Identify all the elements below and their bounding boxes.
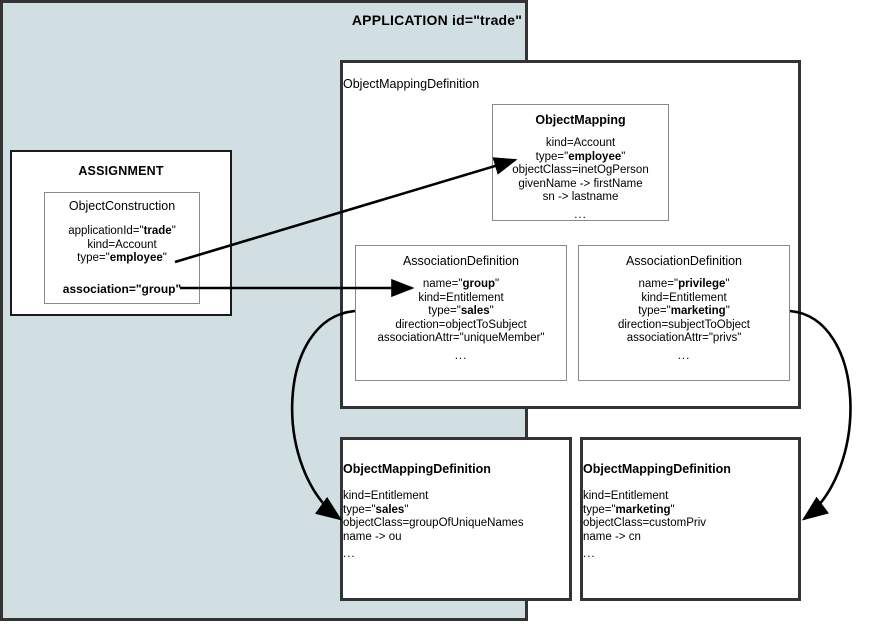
object-mapping-line-4: sn -> lastname	[542, 191, 619, 203]
object-construction-line-2: type="employee"	[77, 252, 167, 264]
omd-bottom-right-line-0: kind=Entitlement	[583, 490, 669, 502]
omd-bottom-right-line-3: name -> cn	[583, 530, 641, 543]
object-mapping-definition-top-title: ObjectMappingDefinition	[343, 77, 480, 91]
association-definition-left-line-4: associationAttr="uniqueMember"	[377, 332, 545, 344]
object-mapping-definition-bottom-right-title: ObjectMappingDefinition	[583, 462, 731, 476]
association-definition-left-line-0: name="group"	[422, 278, 500, 290]
object-construction-lines: applicationId="trade" kind=Account type=…	[45, 213, 199, 266]
omd-bottom-left-line-2: objectClass=groupOfUniqueNames	[343, 517, 524, 529]
association-definition-right-line-2: type="marketing"	[638, 305, 730, 317]
object-mapping-definition-bottom-left-lines: kind=Entitlement type="sales" objectClas…	[343, 476, 569, 544]
association-definition-right-ellipsis: ...	[677, 349, 691, 362]
object-mapping-definition-bottom-right: ObjectMappingDefinition kind=Entitlement…	[580, 437, 801, 601]
object-mapping-line-2: objectClass=inetOgPerson	[512, 164, 649, 176]
object-construction-title: ObjectConstruction	[68, 199, 176, 213]
association-definition-right: AssociationDefinition name="privilege" k…	[578, 245, 790, 381]
object-mapping-title: ObjectMapping	[535, 113, 626, 127]
omd-bottom-left-line-1: type="sales"	[343, 503, 409, 516]
object-mapping-line-0: kind=Account	[545, 137, 616, 149]
object-mapping-definition-bottom-left-title: ObjectMappingDefinition	[343, 462, 491, 476]
association-definition-right-line-0: name="privilege"	[638, 278, 730, 290]
object-mapping-lines: kind=Account type="employee" objectClass…	[493, 127, 668, 205]
object-mapping-line-3: givenName -> firstName	[518, 177, 643, 190]
association-definition-left-line-1: kind=Entitlement	[418, 291, 504, 304]
application-title: APPLICATION id="trade"	[351, 12, 523, 28]
object-mapping-box: ObjectMapping kind=Account type="employe…	[492, 104, 669, 221]
assignment-association-row: association="group"	[62, 281, 182, 296]
association-definition-right-line-3: direction=subjectToObject	[617, 318, 750, 331]
object-mapping-line-1: type="employee"	[535, 150, 626, 163]
assignment-title: ASSIGNMENT	[78, 164, 164, 178]
object-mapping-definition-bottom-right-lines: kind=Entitlement type="marketing" object…	[583, 476, 798, 544]
omd-bottom-right-line-2: objectClass=customPriv	[583, 517, 707, 529]
association-definition-right-title: AssociationDefinition	[625, 254, 743, 268]
association-definition-right-line-1: kind=Entitlement	[641, 291, 727, 304]
omd-bottom-left-line-0: kind=Entitlement	[343, 490, 429, 502]
association-definition-left-line-2: type="sales"	[428, 305, 494, 317]
omd-bottom-left-line-3: name -> ou	[343, 530, 402, 543]
object-construction-line-1: kind=Account	[87, 238, 157, 251]
association-definition-left-lines: name="group" kind=Entitlement type="sale…	[356, 268, 566, 346]
object-construction-box: ObjectConstruction applicationId="trade"…	[44, 192, 200, 304]
omd-bottom-left-ellipsis: ...	[343, 548, 356, 560]
association-definition-right-lines: name="privilege" kind=Entitlement type="…	[579, 268, 789, 346]
association-definition-right-line-4: associationAttr="privs"	[626, 332, 742, 344]
association-definition-left-line-3: direction=objectToSubject	[395, 318, 527, 331]
omd-bottom-right-ellipsis: ...	[583, 548, 596, 560]
association-definition-left-title: AssociationDefinition	[402, 254, 520, 268]
omd-bottom-right-line-1: type="marketing"	[583, 503, 675, 516]
object-mapping-definition-bottom-left: ObjectMappingDefinition kind=Entitlement…	[340, 437, 572, 601]
association-definition-left-ellipsis: ...	[454, 349, 468, 362]
object-mapping-ellipsis: ...	[574, 208, 587, 221]
object-construction-line-0: applicationId="trade"	[68, 225, 176, 237]
association-definition-left: AssociationDefinition name="group" kind=…	[355, 245, 567, 381]
assignment-box: ASSIGNMENT ObjectConstruction applicatio…	[10, 150, 232, 316]
